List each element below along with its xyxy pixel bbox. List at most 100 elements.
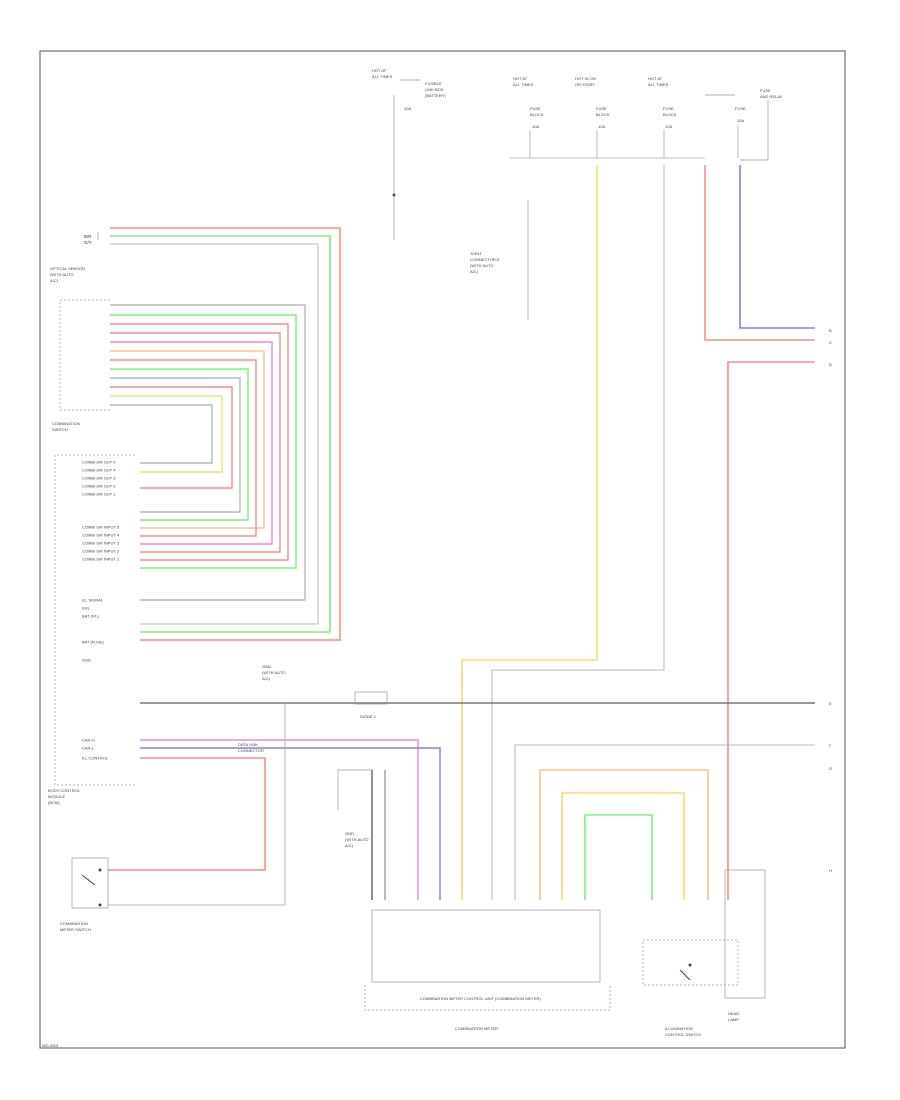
wire-optical-red (110, 227, 341, 641)
joint-connector-label-b: CONNECTOR-E (470, 257, 500, 262)
source-2-label-b: ALL TIMES (513, 82, 534, 87)
bcm-label-a: BODY CONTROL (48, 788, 81, 793)
bcm-pin-labels: COMBI SW OUT 5 COMBI SW OUT 4 COMBI SW OUT… (82, 460, 120, 761)
data-link-label-a: DATA LINK (238, 742, 258, 747)
ground-left-label-c: A/C) (262, 676, 271, 681)
wire-meter-switch-gray (108, 703, 286, 906)
source-1-fuse-c: (BATTERY) (425, 93, 446, 98)
wire-combi-switch-5 (110, 341, 273, 545)
right-ref-E: E (829, 701, 832, 706)
lamp-label-b: LAMP (728, 1017, 739, 1022)
meter-unit-title: COMBINATION METER CONTROL UNIT (COMBINAT… (420, 996, 541, 1001)
source-1-label-b: ALL TIMES (372, 74, 393, 79)
wire-green-loop (584, 814, 653, 900)
lamp-label-a: HEAD (728, 1011, 739, 1016)
source-2-fuse-a: FUSE (530, 106, 541, 111)
diagram-frame (39, 50, 846, 1049)
source-1-fuse-b: LINK BOX (425, 87, 444, 92)
optical-sensor-pin-a: B/R (84, 234, 92, 239)
illum-switch-label-b: CONTROL SWITCH (665, 1032, 701, 1037)
combination-switch-label-b: SWITCH (52, 427, 68, 432)
top-sources: HOT AT ALL TIMES FUSIBLE LINK BOX (BATTE… (372, 68, 783, 240)
bcm-pin-7: COMBI SW INPUT 4 (82, 533, 120, 538)
illum-switch-label-a: ILLUMINATION (665, 1026, 693, 1031)
wire-combi-switch-4 (110, 332, 281, 553)
joint-connector-label-d: A/C) (470, 269, 479, 274)
wire-can-pink (140, 739, 419, 900)
source-5-fuse: FUSE (735, 106, 746, 111)
source-1-fuse-a: FUSIBLE (425, 81, 442, 86)
meter-switch-label-b: METER SWITCH (60, 927, 91, 932)
wire-combi-switch-6 (110, 350, 265, 529)
right-ref-H: H (829, 868, 832, 873)
bcm-pin-1: COMBI SW OUT 5 (82, 460, 116, 465)
wire-combi-switch-7 (110, 359, 257, 537)
joint-connector-label-a: JOINT (470, 251, 482, 256)
bcm-pin-15: GND (82, 658, 91, 663)
wire-optical-gray (110, 243, 319, 625)
wire-orange-loop (539, 769, 709, 900)
ground-lower-label-c: A/C) (345, 843, 354, 848)
meter-switch-label-a: COMBINATION (60, 921, 88, 926)
optical-sensor-label-b: (WITH AUTO (50, 272, 73, 277)
wire-src5-blue (739, 165, 815, 329)
wire-yellow-loop (561, 792, 685, 900)
wire-can-blue (140, 747, 441, 900)
wire-src5-red (704, 165, 815, 341)
bcm-pin-13: BAT (F/L) (82, 614, 100, 619)
source-3-label-a: HOT IN ON (575, 76, 596, 81)
wire-src3-yellow (461, 165, 598, 900)
bcm-pin-9: COMBI SW INPUT 2 (82, 549, 120, 554)
wire-combi-switch-10 (110, 386, 233, 489)
source-5-amp: 10A (737, 118, 744, 123)
source-4-fuse-b: BLOCK (663, 112, 677, 117)
combination-meter: COMBINATION METER CONTROL UNIT (COMBINAT… (364, 869, 766, 1037)
source-5-label-a: FUSE (760, 88, 771, 93)
source-4-label-b: ALL TIMES (648, 82, 669, 87)
source-4-amp: 10A (665, 124, 672, 129)
source-4-fuse-a: FUSE (663, 106, 674, 111)
source-2-fuse-b: BLOCK (530, 112, 544, 117)
wire-ref-d (514, 744, 815, 900)
wire-optical-green (110, 235, 331, 633)
bcm-pin-14: BAT (FUSE) (82, 640, 105, 645)
bcm-pin-2: COMBI SW OUT 4 (82, 468, 116, 473)
wire-combi-switch-8 (110, 368, 249, 521)
meter-title: COMBINATION METER (455, 1026, 498, 1031)
bcm-label-c: (BCM) (48, 800, 60, 805)
bcm-pin-6: COMBI SW INPUT 5 (82, 525, 120, 530)
right-ref-G: G (829, 766, 832, 771)
wire-bcm-red-meter (108, 757, 266, 871)
right-ref-C: C (829, 340, 832, 345)
ground-left-label-a: GND (262, 664, 271, 669)
optical-sensor-label-a: OPTICAL SENSOR (50, 266, 85, 271)
wire-combi-switch-3 (110, 323, 289, 561)
right-ref-D: D (829, 362, 832, 367)
wire-combi-switch-1 (110, 304, 306, 601)
bcm-pin-8: COMBI SW INPUT 3 (82, 541, 120, 546)
bcm-pin-5: COMBI SW OUT 1 (82, 492, 116, 497)
left-components: B/R G/Y OPTICAL SENSOR (WITH AUTO A/C) C… (48, 232, 135, 932)
bcm-pin-11: ILL SIGNAL (82, 598, 104, 603)
wire-combi-switch-11 (110, 395, 223, 473)
ground-left-label-b: (WITH AUTO (262, 670, 285, 675)
source-4-label-a: HOT AT (648, 76, 663, 81)
bcm-pin-17: CAN-L (82, 746, 95, 751)
bcm-pin-3: COMBI SW OUT 3 (82, 476, 116, 481)
right-reference-markers: B C D E F G H (829, 328, 832, 873)
bcm-pin-10: COMBI SW INPUT 1 (82, 557, 120, 562)
optical-sensor-pin-b: G/Y (84, 240, 92, 245)
right-ref-F: F (829, 743, 832, 748)
source-3-fuse-b: BLOCK (596, 112, 610, 117)
source-2-amp: 10A (532, 124, 539, 129)
wire-src4-gray (491, 165, 665, 900)
mid-components: JOINT CONNECTOR-E (WITH AUTO A/C) GND (W… (238, 200, 529, 848)
diode-label: DIODE 1 (360, 714, 377, 719)
wire-combi-switch-9 (110, 377, 241, 513)
wire-combi-switch-12 (110, 404, 213, 464)
bcm-pin-12: IGN (82, 606, 89, 611)
wire-group (108, 165, 815, 906)
right-ref-B: B (829, 328, 832, 333)
combination-switch-label-a: COMBINATION (52, 421, 80, 426)
